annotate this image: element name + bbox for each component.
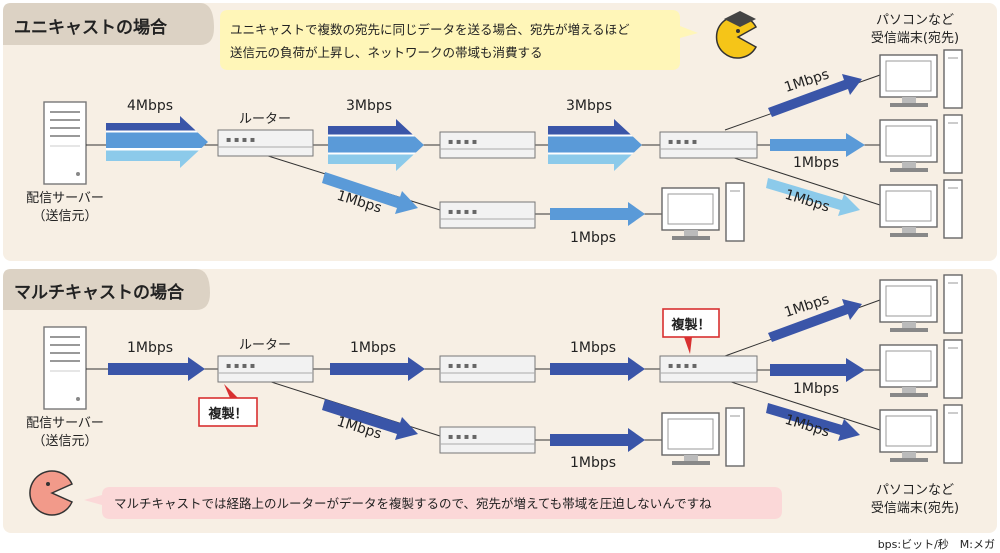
multicast-rate-server-router: 1Mbps — [127, 340, 173, 356]
multicast-pc-2-icon — [879, 339, 963, 399]
multicast-router-label: ルーター — [239, 338, 291, 353]
unicast-panel: ユニキャストの場合 ユニキャストで複数の宛先に同じデータを送る場合、宛先が増える… — [3, 3, 997, 261]
unicast-router-2: ▪ ▪ ▪ ▪ — [439, 131, 536, 159]
multicast-copy-bubble-1 — [198, 384, 258, 427]
unicast-rate-r2-r3: 3Mbps — [566, 98, 612, 114]
multicast-arrow-r4-pc — [550, 428, 645, 452]
unicast-dest-label: パソコンなど — [876, 13, 954, 28]
multicast-title-tab — [3, 269, 210, 310]
unicast-pc-1-icon — [879, 49, 963, 109]
unicast-arrow-pc3 — [766, 178, 860, 216]
unicast-pc-2-icon — [879, 114, 963, 174]
multicast-pc-3-icon — [879, 404, 963, 464]
unicast-router-1: ▪ ▪ ▪ ▪ — [217, 129, 314, 157]
unicast-pc-4-icon — [661, 182, 745, 242]
multicast-router-4: ▪ ▪ ▪ ▪ — [439, 426, 536, 454]
multicast-arrow-r1-r2 — [330, 357, 425, 381]
unicast-rate-r4-pc: 1Mbps — [570, 230, 616, 246]
multicast-router-2: ▪ ▪ ▪ ▪ — [439, 355, 536, 383]
unicast-router-3: ▪ ▪ ▪ ▪ — [659, 131, 758, 159]
multicast-arrow-r1-r4 — [322, 399, 418, 440]
multicast-arrow-r2-r3 — [550, 357, 645, 381]
svg-text:▪ ▪ ▪ ▪: ▪ ▪ ▪ ▪ — [448, 361, 477, 370]
multicast-note: マルチキャストでは経路上のルーターがデータを複製するので、宛先が増えても帯域を圧… — [114, 496, 712, 511]
svg-text:▪ ▪ ▪ ▪: ▪ ▪ ▪ ▪ — [226, 361, 255, 370]
unicast-router-label: ルーター — [239, 112, 291, 127]
multicast-arrow-pc3 — [766, 403, 860, 441]
svg-text:▪ ▪ ▪ ▪: ▪ ▪ ▪ ▪ — [448, 432, 477, 441]
unicast-arrow-pc2 — [770, 133, 865, 157]
unicast-arrow-4mbps — [106, 116, 208, 168]
multicast-dest-sublabel: 受信端末(宛先) — [871, 501, 959, 516]
unicast-server-sublabel: （送信元） — [32, 209, 97, 224]
svg-text:▪ ▪ ▪ ▪: ▪ ▪ ▪ ▪ — [448, 137, 477, 146]
multicast-copy-label-1: 複製！ — [207, 406, 247, 422]
svg-text:▪ ▪ ▪ ▪: ▪ ▪ ▪ ▪ — [226, 135, 255, 144]
multicast-pc-1-icon — [879, 274, 963, 334]
multicast-arrow-server-router — [108, 357, 205, 381]
multicast-rate-r4-pc: 1Mbps — [570, 455, 616, 471]
unicast-dest-sublabel: 受信端末(宛先) — [871, 31, 959, 46]
unicast-rate-r1-r2: 3Mbps — [346, 98, 392, 114]
multicast-panel-bg — [3, 269, 997, 533]
multicast-panel: マルチキャストの場合 配信サーバー （送信元） — [3, 269, 997, 533]
multicast-arrow-pc2 — [770, 358, 865, 382]
multicast-title: マルチキャストの場合 — [14, 282, 185, 303]
multicast-server-label: 配信サーバー — [26, 416, 104, 431]
multicast-copy-label-2: 複製！ — [670, 317, 710, 333]
multicast-note-bubble — [84, 487, 782, 519]
unicast-arrow-r4-pc — [550, 202, 645, 226]
unicast-server-label: 配信サーバー — [26, 191, 104, 206]
unicast-pc-3-icon — [879, 179, 963, 239]
multicast-arrow-pc1 — [768, 299, 862, 342]
svg-text:▪ ▪ ▪ ▪: ▪ ▪ ▪ ▪ — [448, 207, 477, 216]
multicast-router-3: ▪ ▪ ▪ ▪ — [659, 355, 758, 383]
multicast-server-icon — [43, 326, 87, 410]
multicast-router-1: ▪ ▪ ▪ ▪ — [217, 355, 314, 383]
multicast-copy-bubble-2 — [662, 308, 720, 354]
unicast-title-tab — [3, 3, 214, 45]
unicast-router-4: ▪ ▪ ▪ ▪ — [439, 201, 536, 229]
footnote: bps:ビット/秒 M:メガ — [878, 537, 995, 551]
multicast-dest-label: パソコンなど — [876, 483, 954, 498]
unicast-note-bubble — [220, 10, 698, 70]
svg-text:▪ ▪ ▪ ▪: ▪ ▪ ▪ ▪ — [668, 361, 697, 370]
multicast-rate-r2-r3: 1Mbps — [570, 340, 616, 356]
unicast-rate-pc2: 1Mbps — [793, 155, 839, 171]
unicast-arrow-r1-r4 — [322, 172, 418, 214]
multicast-pc-4-icon — [661, 407, 745, 467]
unicast-rate-server-router: 4Mbps — [127, 98, 173, 114]
pacman-mascot-icon — [715, 11, 758, 59]
unicast-title: ユニキャストの場合 — [14, 17, 168, 38]
pink-pacman-mascot-icon — [29, 470, 73, 516]
svg-text:▪ ▪ ▪ ▪: ▪ ▪ ▪ ▪ — [668, 137, 697, 146]
multicast-rate-r1-r2: 1Mbps — [350, 340, 396, 356]
unicast-note-line2: 送信元の負荷が上昇し、ネットワークの帯域も消費する — [230, 45, 543, 60]
multicast-server-sublabel: （送信元） — [32, 434, 97, 449]
unicast-arrow-3mbps-2 — [548, 119, 642, 171]
unicast-arrow-pc1 — [768, 74, 862, 117]
unicast-note-line1: ユニキャストで複数の宛先に同じデータを送る場合、宛先が増えるほど — [230, 22, 630, 37]
multicast-rate-pc2: 1Mbps — [793, 381, 839, 397]
unicast-server-icon — [43, 101, 87, 185]
unicast-arrow-3mbps-1 — [328, 119, 424, 171]
